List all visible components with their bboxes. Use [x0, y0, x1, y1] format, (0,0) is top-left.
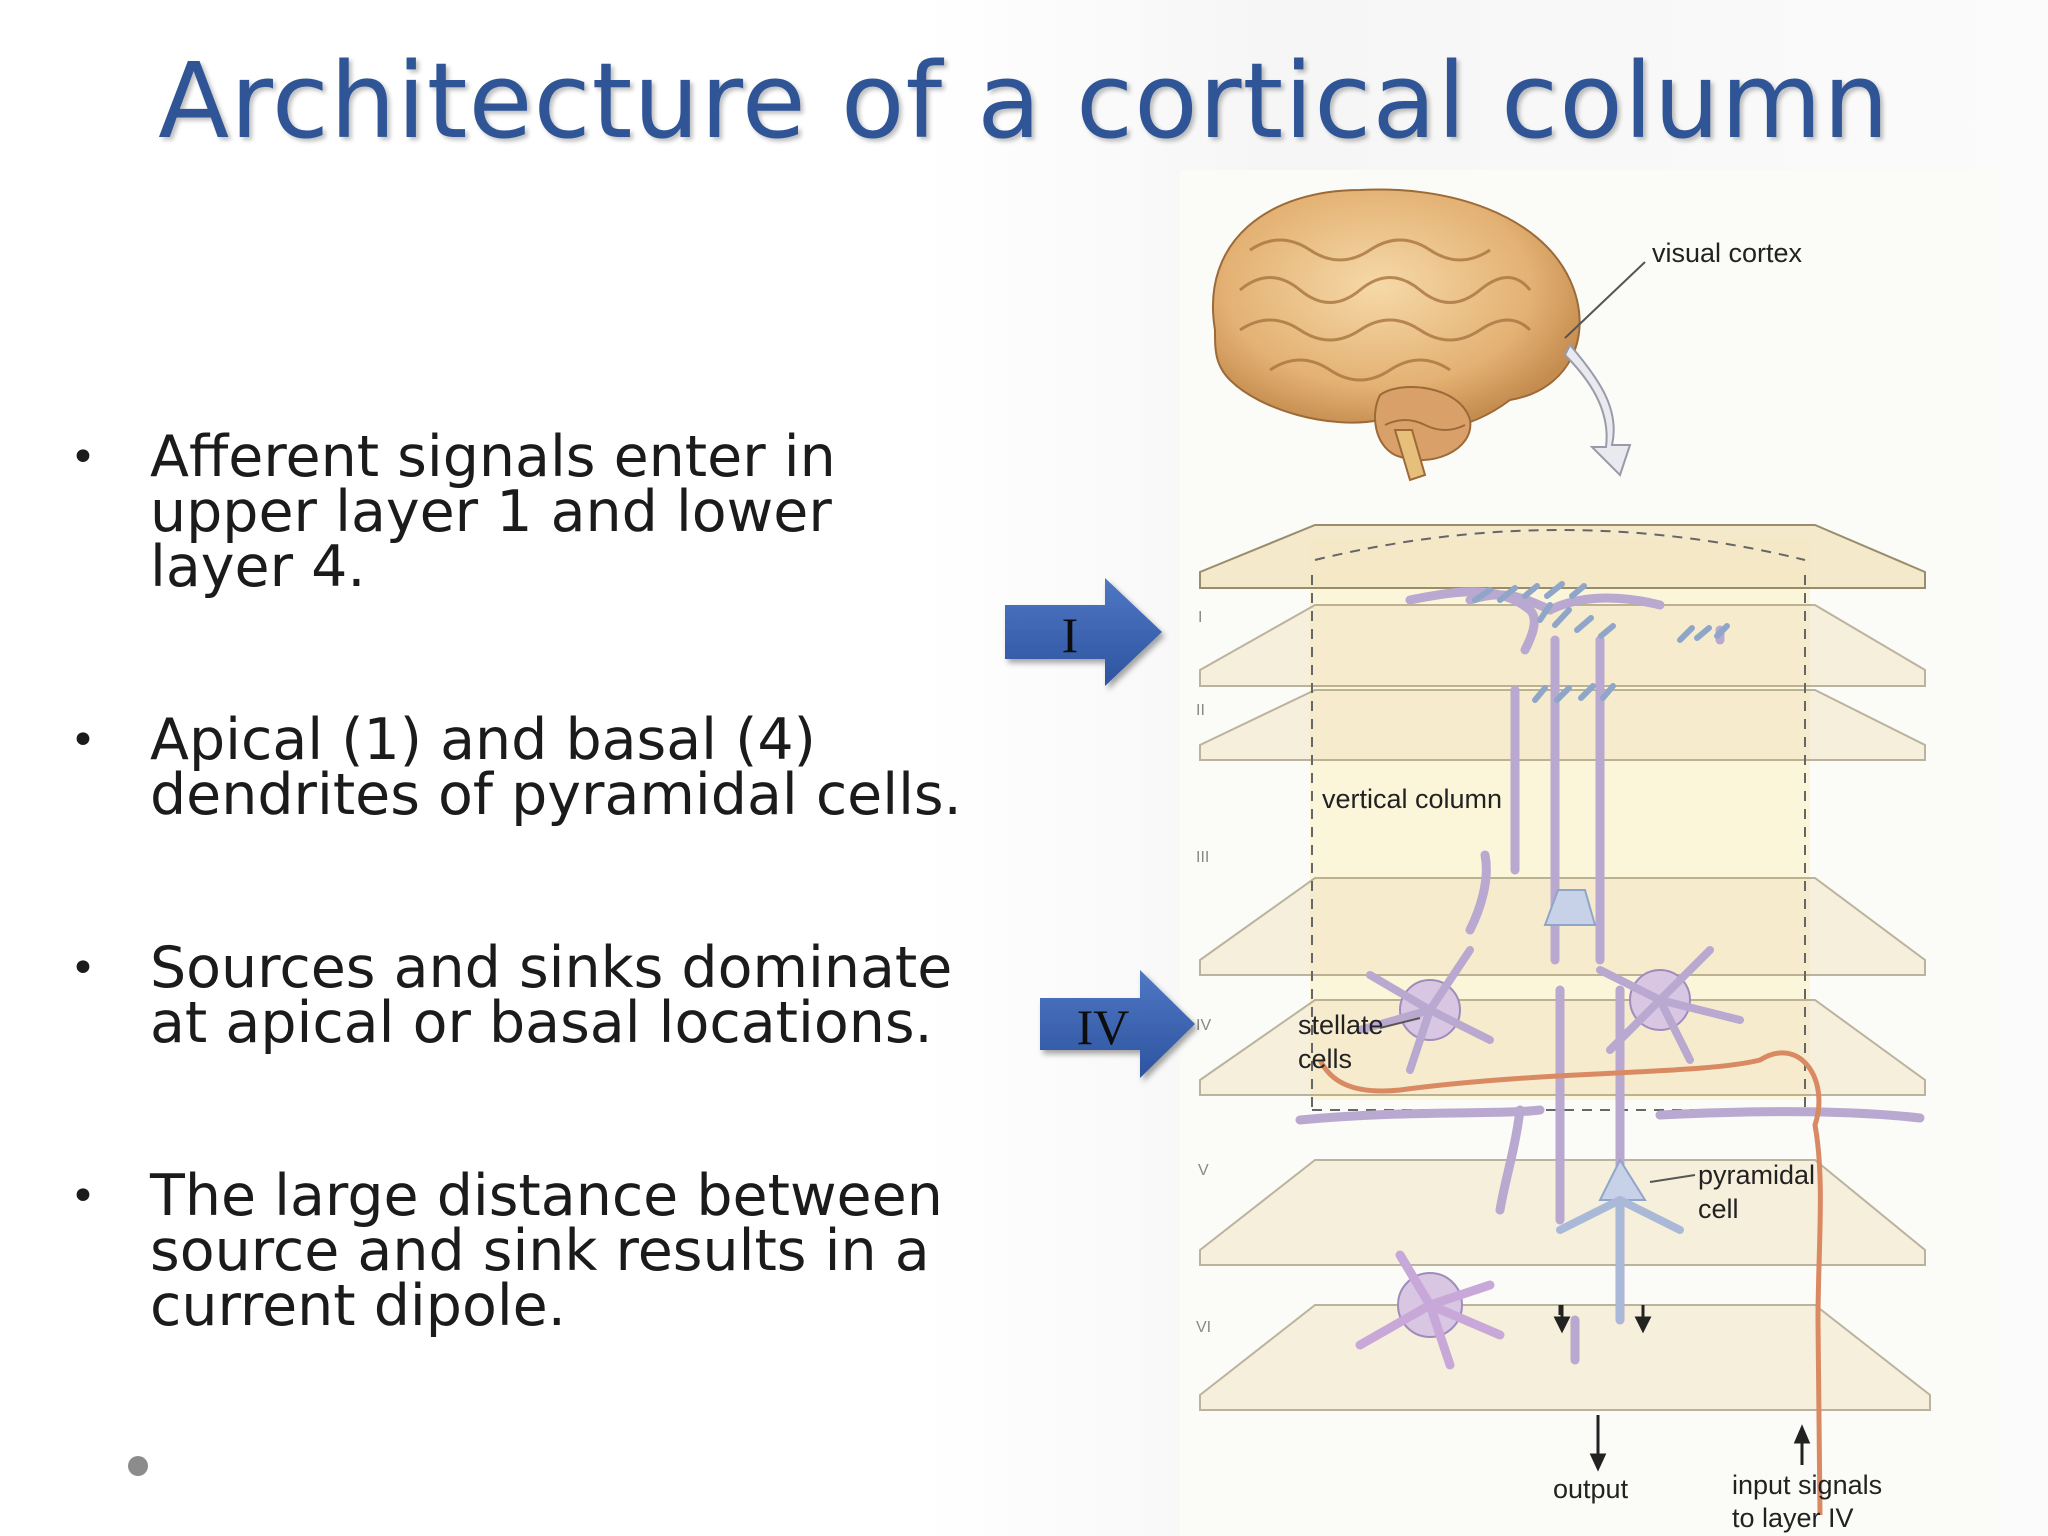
layer1-arrow-label: I — [1062, 607, 1079, 663]
bullet-line: current dipole. — [150, 1273, 566, 1339]
brain-illustration — [1212, 188, 1581, 482]
pyramidal-soma — [1543, 889, 1597, 926]
bullet-line: dendrites of pyramidal cells. — [150, 762, 962, 828]
bullet-item: The large distance between source and si… — [70, 1168, 970, 1335]
bullet-item: Apical (1) and basal (4) dendrites of py… — [70, 712, 970, 824]
pyramidal-pointer — [1649, 1174, 1696, 1183]
bullet-line: source and sink results in a — [150, 1218, 930, 1284]
dendrite-tufts — [1472, 581, 1730, 703]
layer-mark: V — [1198, 1162, 1209, 1179]
bullet-item: Afferent signals enter in upper layer 1 … — [70, 429, 970, 596]
visual-cortex-pointer — [1564, 261, 1646, 339]
bullet-list: Afferent signals enter in upper layer 1 … — [70, 429, 970, 1452]
layer1-callout-arrow: I — [1005, 578, 1162, 686]
bullet-line: upper layer 1 and lower — [150, 479, 832, 545]
layer4-callout-arrow: IV — [1040, 970, 1195, 1078]
bullet-line: Sources and sinks dominate — [150, 935, 953, 1001]
input-signals-label: input signals — [1732, 1470, 1882, 1500]
input-fiber — [1317, 1050, 1823, 1516]
bullet-line: at apical or basal locations. — [150, 990, 933, 1056]
slide-title: Architecture of a cortical column — [158, 40, 1890, 162]
layer-mark: I — [1198, 609, 1202, 626]
bullet-line: Apical (1) and basal (4) — [150, 707, 816, 773]
visual-cortex-label: visual cortex — [1652, 238, 1803, 268]
vertical-column-label: vertical column — [1322, 784, 1502, 814]
output-arrows — [1553, 1305, 1652, 1472]
layer-slab — [1199, 689, 1926, 761]
layer-slab — [1199, 877, 1926, 976]
bullet-line: layer 4. — [150, 534, 366, 600]
zoom-arrow — [1563, 343, 1632, 477]
bullet-item: Sources and sinks dominate at apical or … — [70, 940, 970, 1052]
pyramidal-cell — [1556, 1157, 1684, 1324]
neuron-processes — [1295, 587, 1925, 1365]
bullet-line: Afferent signals enter in — [150, 424, 836, 490]
input-signals-label: to layer IV — [1732, 1503, 1854, 1533]
stellate-pointer — [1379, 1017, 1421, 1029]
layer4-arrow-label: IV — [1077, 999, 1130, 1055]
stellate-cells-label: stellate — [1298, 1010, 1384, 1040]
layer-mark: III — [1196, 849, 1209, 866]
layer6-cell — [1355, 1250, 1505, 1370]
stellate-cells-label: cells — [1298, 1044, 1352, 1074]
pyramidal-cell-label: cell — [1698, 1194, 1739, 1224]
stellate-cell — [1356, 946, 1494, 1074]
pyramidal-cell-label: pyramidal — [1698, 1160, 1815, 1190]
layer-mark: IV — [1196, 1017, 1211, 1034]
input-arrow — [1793, 1424, 1811, 1465]
stellate-cell — [1596, 946, 1744, 1064]
layer-mark: II — [1196, 702, 1205, 719]
output-label: output — [1553, 1474, 1629, 1504]
layer-slab — [1199, 524, 1926, 589]
bullet-line: The large distance between — [150, 1163, 943, 1229]
slide-indicator-dot — [128, 1456, 148, 1476]
layer-mark: VI — [1196, 1319, 1211, 1336]
layer-slab — [1199, 604, 1926, 687]
